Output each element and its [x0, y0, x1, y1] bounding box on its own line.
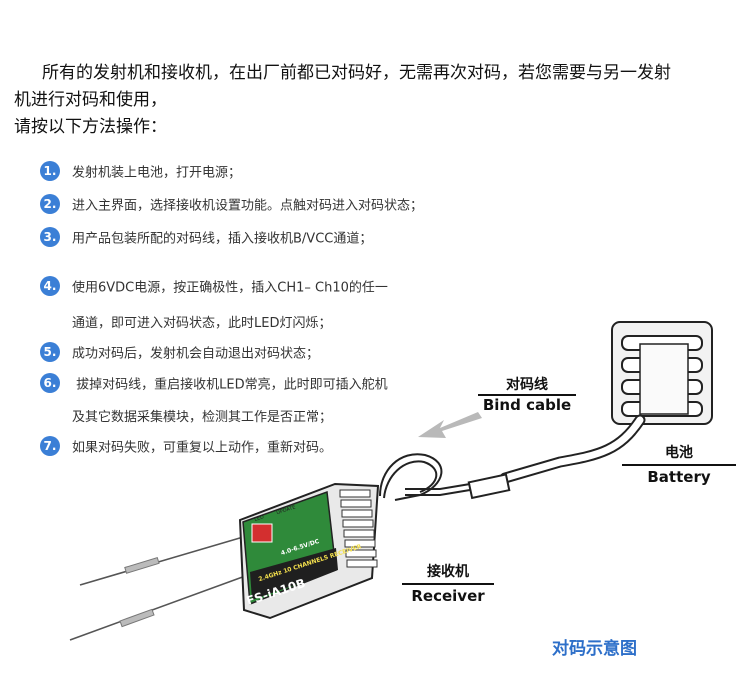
step-number-badge: 2.	[40, 194, 60, 214]
receiver-label-cn: 接收机	[427, 564, 469, 580]
step-text: 如果对码失败，可重复以上动作，重新对码。	[72, 440, 333, 456]
receiver-label-en: Receiver	[411, 587, 485, 605]
bind-cable-loop	[379, 453, 443, 501]
caption-underline	[622, 464, 736, 466]
bind-cable-label-cn: 对码线	[506, 377, 548, 393]
antenna-wires	[69, 534, 251, 641]
step-6-continuation: 及其它数据采集模块，检测其工作是否正常；	[72, 410, 333, 425]
step-5: 5. 成功对码后，发射机会自动退出对码状态；	[40, 342, 319, 362]
step-4: 4. 使用6VDC电源，按正确极性，插入CH1– Ch10的任一	[40, 276, 388, 296]
receiver-led-label: LED	[254, 514, 265, 523]
step-text: 进入主界面，选择接收机设置功能。点触对码进入对码状态；	[72, 198, 424, 214]
step-6: 6. 拔掉对码线，重启接收机LED常亮，此时即可插入舵机	[40, 373, 388, 393]
caption-underline	[402, 583, 494, 585]
caption-underline	[478, 394, 576, 396]
step-number-badge: 7.	[40, 436, 60, 456]
step-3: 3. 用产品包装所配的对码线，插入接收机B/VCC通道；	[40, 227, 372, 247]
battery-label-cn: 电池	[665, 445, 693, 461]
step-1: 1. 发射机装上电池，打开电源；	[40, 161, 241, 181]
step-number-badge: 6.	[40, 373, 60, 393]
step-2: 2. 进入主界面，选择接收机设置功能。点触对码进入对码状态；	[40, 194, 423, 214]
bind-cable-caption: 对码线 Bind cable	[472, 374, 582, 414]
step-text: 拔掉对码线，重启接收机LED常亮，此时即可插入舵机	[72, 377, 388, 393]
step-text: 使用6VDC电源，按正确极性，插入CH1– Ch10的任一	[72, 280, 388, 296]
receiver-update-label: UPDATE	[276, 504, 297, 516]
step-text: 成功对码后，发射机会自动退出对码状态；	[72, 346, 320, 362]
diagram-caption: 对码示意图	[552, 639, 637, 659]
antenna-tip	[119, 608, 155, 628]
arrow-icon	[418, 412, 482, 438]
step-7: 7. 如果对码失败，可重复以上动作，重新对码。	[40, 436, 332, 456]
step-text: 用产品包装所配的对码线，插入接收机B/VCC通道；	[72, 231, 373, 247]
battery-pack	[611, 321, 713, 425]
battery-label-en: Battery	[647, 468, 711, 486]
step-number-badge: 1.	[40, 161, 60, 181]
battery-caption: 电池 Battery	[622, 442, 736, 486]
bind-cable-label-en: Bind cable	[482, 396, 572, 414]
receiver-caption: 接收机 Receiver	[402, 561, 494, 605]
intro-line-1: 所有的发射机和接收机，在出厂前都已对码好，无需再次对码，若您需要与另一发射	[42, 63, 671, 83]
intro-line-3: 请按以下方法操作：	[14, 117, 167, 137]
step-4-continuation: 通道，即可进入对码状态，此时LED灯闪烁；	[72, 316, 332, 331]
step-number-badge: 4.	[40, 276, 60, 296]
receiver-body	[238, 482, 380, 620]
step-text: 发射机装上电池，打开电源；	[72, 165, 242, 181]
step-number-badge: 3.	[40, 227, 60, 247]
intro-text: 所有的发射机和接收机，在出厂前都已对码好，无需再次对码，若您需要与另一发射 机进…	[14, 60, 738, 141]
step-number-badge: 5.	[40, 342, 60, 362]
servo-connector	[467, 473, 511, 500]
antenna-tip	[124, 556, 160, 574]
intro-line-2: 机进行对码和使用，	[14, 90, 167, 110]
